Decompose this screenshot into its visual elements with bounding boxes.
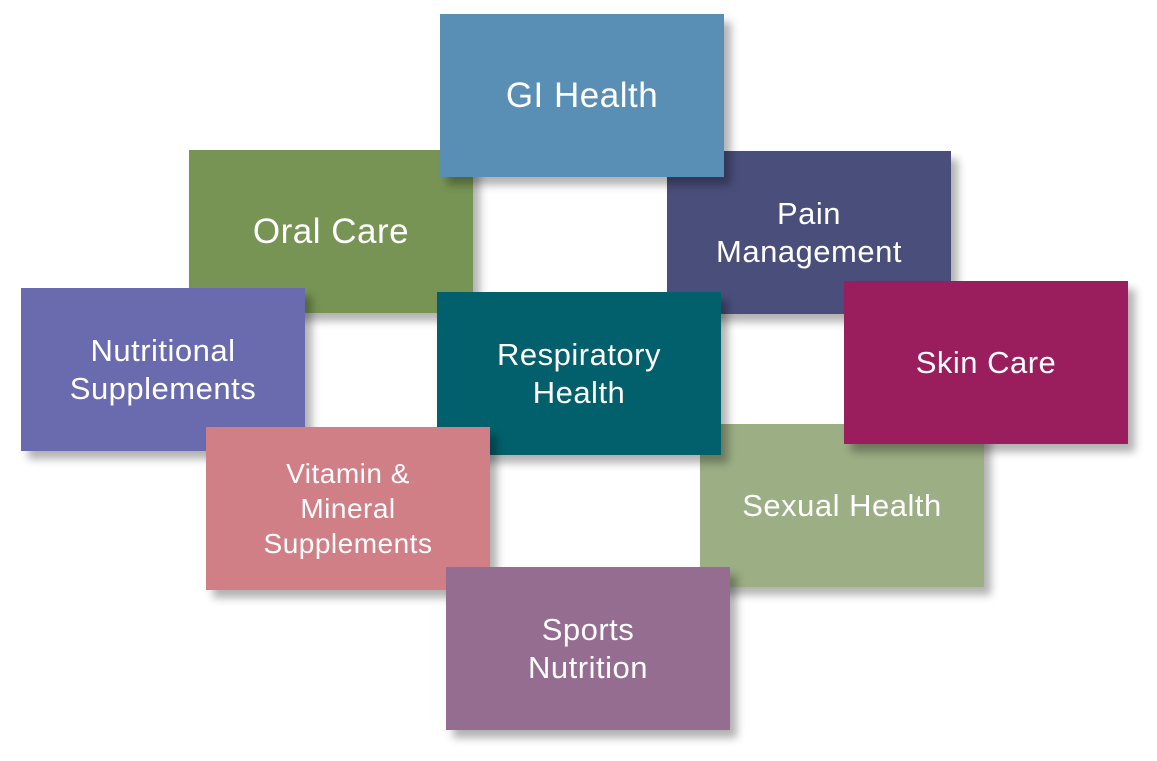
- tile-oral-care-label: Oral Care: [252, 211, 410, 251]
- tile-skin-care-label: Skin Care: [915, 344, 1057, 380]
- tile-skin-care: Skin Care: [844, 281, 1128, 444]
- tile-gi-health-label: GI Health: [505, 75, 659, 115]
- tile-sports-nutrition-label: Sports Nutrition: [528, 611, 648, 685]
- tile-nutritional-supplements: Nutritional Supplements: [21, 288, 305, 451]
- tile-respiratory-health-label: Respiratory Health: [497, 336, 661, 410]
- tile-vitamin-mineral-supplements: Vitamin & Mineral Supplements: [206, 427, 490, 590]
- tile-sexual-health: Sexual Health: [700, 424, 984, 587]
- tile-respiratory-health: Respiratory Health: [437, 292, 721, 455]
- tile-gi-health: GI Health: [440, 14, 724, 177]
- tile-sexual-health-label: Sexual Health: [742, 487, 942, 523]
- tile-oral-care: Oral Care: [189, 150, 473, 313]
- tile-pain-management-label: Pain Management: [716, 195, 902, 269]
- tile-sports-nutrition: Sports Nutrition: [446, 567, 730, 730]
- tile-nutritional-supplements-label: Nutritional Supplements: [69, 332, 257, 406]
- tile-vitamin-mineral-supplements-label: Vitamin & Mineral Supplements: [263, 458, 433, 559]
